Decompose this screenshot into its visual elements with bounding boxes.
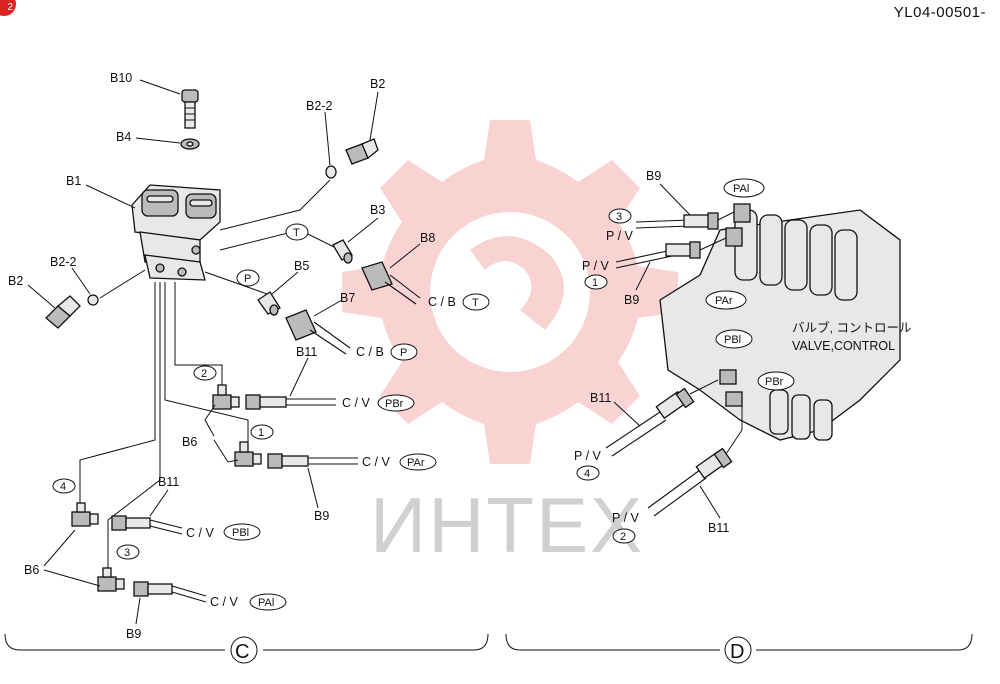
label-b4: B4 [116, 130, 131, 144]
label-b8: B8 [420, 231, 435, 245]
circle-2-right: 2 [620, 531, 626, 543]
hose-b9-pal [133, 581, 207, 603]
label-b11-r1: B11 [590, 391, 611, 405]
port-t-body: T [293, 227, 300, 239]
elbow-b6-pbl [71, 502, 99, 527]
valve-title-en: VALVE,CONTROL [792, 339, 895, 353]
hose-b9-lower-right [615, 241, 701, 269]
label-b9-a: B9 [314, 509, 329, 523]
line-code-cv-pal: C / V [210, 595, 238, 609]
hose-b11-pbr [245, 394, 336, 410]
oring-b2-2-left [87, 294, 99, 306]
valve-port-pal: PAl [733, 183, 749, 195]
valve-fitting-1 [733, 203, 751, 223]
line-code-cb-p: C / B [356, 345, 384, 359]
line-code-pv-3: P / V [606, 229, 634, 243]
bolt-b10 [181, 89, 199, 129]
circle-3-right: 3 [616, 211, 622, 223]
port-cb-t: T [472, 297, 479, 309]
label-b6-a: B6 [182, 435, 197, 449]
elbow-b6-pal [97, 567, 125, 592]
section-label-c: C [235, 641, 249, 663]
port-pbl: PBl [232, 527, 249, 539]
pilot-valve-b1 [131, 184, 221, 281]
watermark-gear [342, 120, 678, 464]
circle-2-left: 2 [201, 368, 207, 380]
line-code-cv-pbr: C / V [342, 396, 370, 410]
valve-port-pbr: PBr [765, 376, 784, 388]
label-b10: B10 [110, 71, 132, 85]
label-b11-a: B11 [296, 345, 317, 359]
label-b9-r1: B9 [646, 169, 661, 183]
valve-port-par: PAr [715, 295, 733, 307]
fitting-b5 [257, 291, 281, 316]
line-code-pv-4: P / V [574, 449, 602, 463]
line-code-cb-t: C / B [428, 295, 456, 309]
section-label-d: D [730, 641, 744, 663]
hose-b9-upper-right [635, 212, 719, 230]
label-b3: B3 [370, 203, 385, 217]
circle-4-right: 4 [584, 468, 590, 480]
port-p-body: P [244, 273, 251, 285]
label-b7: B7 [340, 291, 355, 305]
port-pbr: PBr [385, 398, 404, 410]
section-bracket-d [505, 633, 973, 651]
label-b2-2-top: B2-2 [306, 99, 332, 113]
circle-3-left: 3 [124, 547, 130, 559]
label-b6-b: B6 [24, 563, 39, 577]
valve-fitting-4 [725, 391, 743, 407]
valve-title-jp: バルブ, コントロール [792, 320, 911, 335]
circle-1-left: 1 [258, 427, 264, 439]
watermark-text: ИНТЕХ [370, 481, 644, 569]
valve-fitting-3 [719, 369, 737, 385]
line-code-cv-par: C / V [362, 455, 390, 469]
label-b11-b: B11 [158, 475, 179, 489]
port-cb-p: P [400, 347, 407, 359]
line-code-pv-1: P / V [582, 259, 610, 273]
label-b11-r2: B11 [708, 521, 729, 535]
elbow-b6-lower [234, 441, 262, 467]
label-b9-r2: B9 [624, 293, 639, 307]
label-b2-left: B2 [8, 274, 23, 288]
label-b2-top: B2 [370, 77, 385, 91]
document-number: YL04-00501- [893, 4, 986, 21]
hose-b7 [285, 309, 351, 355]
circle-4-left: 4 [60, 481, 66, 493]
valve-fitting-2 [725, 227, 743, 247]
corner-badge: 2 [0, 0, 16, 16]
port-par: PAr [407, 457, 425, 469]
label-b5: B5 [294, 259, 309, 273]
hose-b9-par [267, 453, 358, 469]
fitting-b3 [332, 239, 353, 264]
label-b9-b: B9 [126, 627, 141, 641]
circle-1-right: 1 [592, 277, 598, 289]
oring-b2-2-top [325, 165, 337, 179]
hose-b11-lower-right [647, 447, 733, 517]
label-b1: B1 [66, 174, 81, 188]
section-bracket-c [4, 633, 489, 651]
valve-port-pbl: PBl [724, 334, 741, 346]
pressure-switch-b2-top [345, 138, 379, 165]
label-b2-2-left: B2-2 [50, 255, 76, 269]
hose-b11-pbl [111, 515, 183, 535]
line-code-pv-2: P / V [612, 511, 640, 525]
pressure-switch-b2-left [45, 295, 81, 329]
port-pal: PAl [258, 597, 274, 609]
hose-b8 [361, 261, 421, 305]
elbow-b6-upper [212, 384, 240, 410]
hose-b11-upper-right [605, 387, 695, 457]
line-code-cv-pbl: C / V [186, 526, 214, 540]
